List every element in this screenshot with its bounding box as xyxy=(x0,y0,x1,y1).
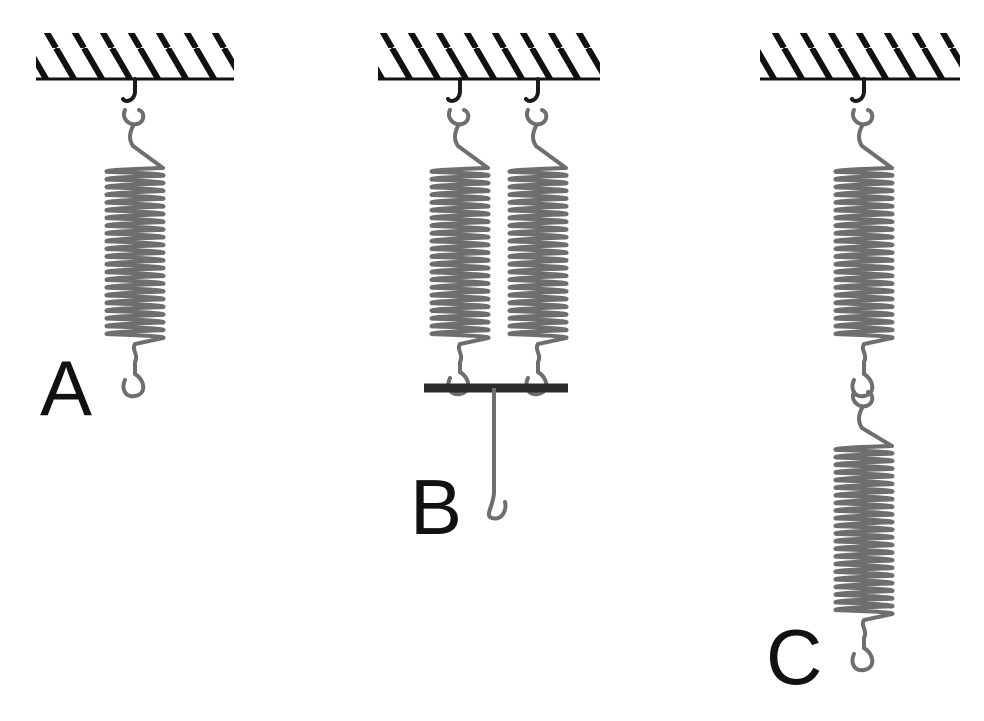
spring-c2-bottom-hook xyxy=(850,646,875,673)
spring-a-bottom-neck xyxy=(131,336,165,376)
spring-a-top-loop xyxy=(122,108,146,127)
ceiling-a xyxy=(36,33,234,81)
spring-c1-bottom-hook xyxy=(850,372,875,399)
ceiling-b xyxy=(378,33,600,81)
spring-b2-bottom-neck xyxy=(534,336,568,374)
spring-c2-bottom-neck xyxy=(860,612,894,650)
spring-b2-top-loop xyxy=(525,108,549,127)
label-a: A xyxy=(40,344,92,432)
spring-a-top-neck xyxy=(128,124,165,170)
spring-c1-bottom-neck xyxy=(860,336,894,376)
spring-c2-top-neck xyxy=(857,406,894,448)
spring-c1-coils xyxy=(833,166,895,340)
ceiling-hook-c xyxy=(850,77,866,103)
spring-b2-coils xyxy=(507,166,569,340)
ceiling-hook-b1 xyxy=(446,77,462,103)
spring-a-bottom-hook xyxy=(121,372,146,399)
ceiling-hook-b2 xyxy=(524,77,540,103)
label-b: B xyxy=(410,463,462,551)
label-c: C xyxy=(766,613,822,701)
spring-b1-top-loop xyxy=(447,108,471,127)
hook-b-bottom xyxy=(486,490,508,521)
spring-c2-coils xyxy=(833,444,895,616)
spring-b1-top-neck xyxy=(453,124,490,170)
spring-b2-top-neck xyxy=(531,124,568,170)
ceiling-c xyxy=(760,33,960,81)
spring-c1-top-loop xyxy=(851,108,875,127)
spring-b1-bottom-neck xyxy=(456,336,490,374)
springs-group xyxy=(104,77,895,673)
spring-b1-coils xyxy=(429,166,491,340)
spring-a-coils xyxy=(104,166,166,340)
spring-c2-top-loop xyxy=(851,390,875,409)
ceiling-hook-a xyxy=(121,77,137,103)
spring-c1-top-neck xyxy=(857,124,894,170)
